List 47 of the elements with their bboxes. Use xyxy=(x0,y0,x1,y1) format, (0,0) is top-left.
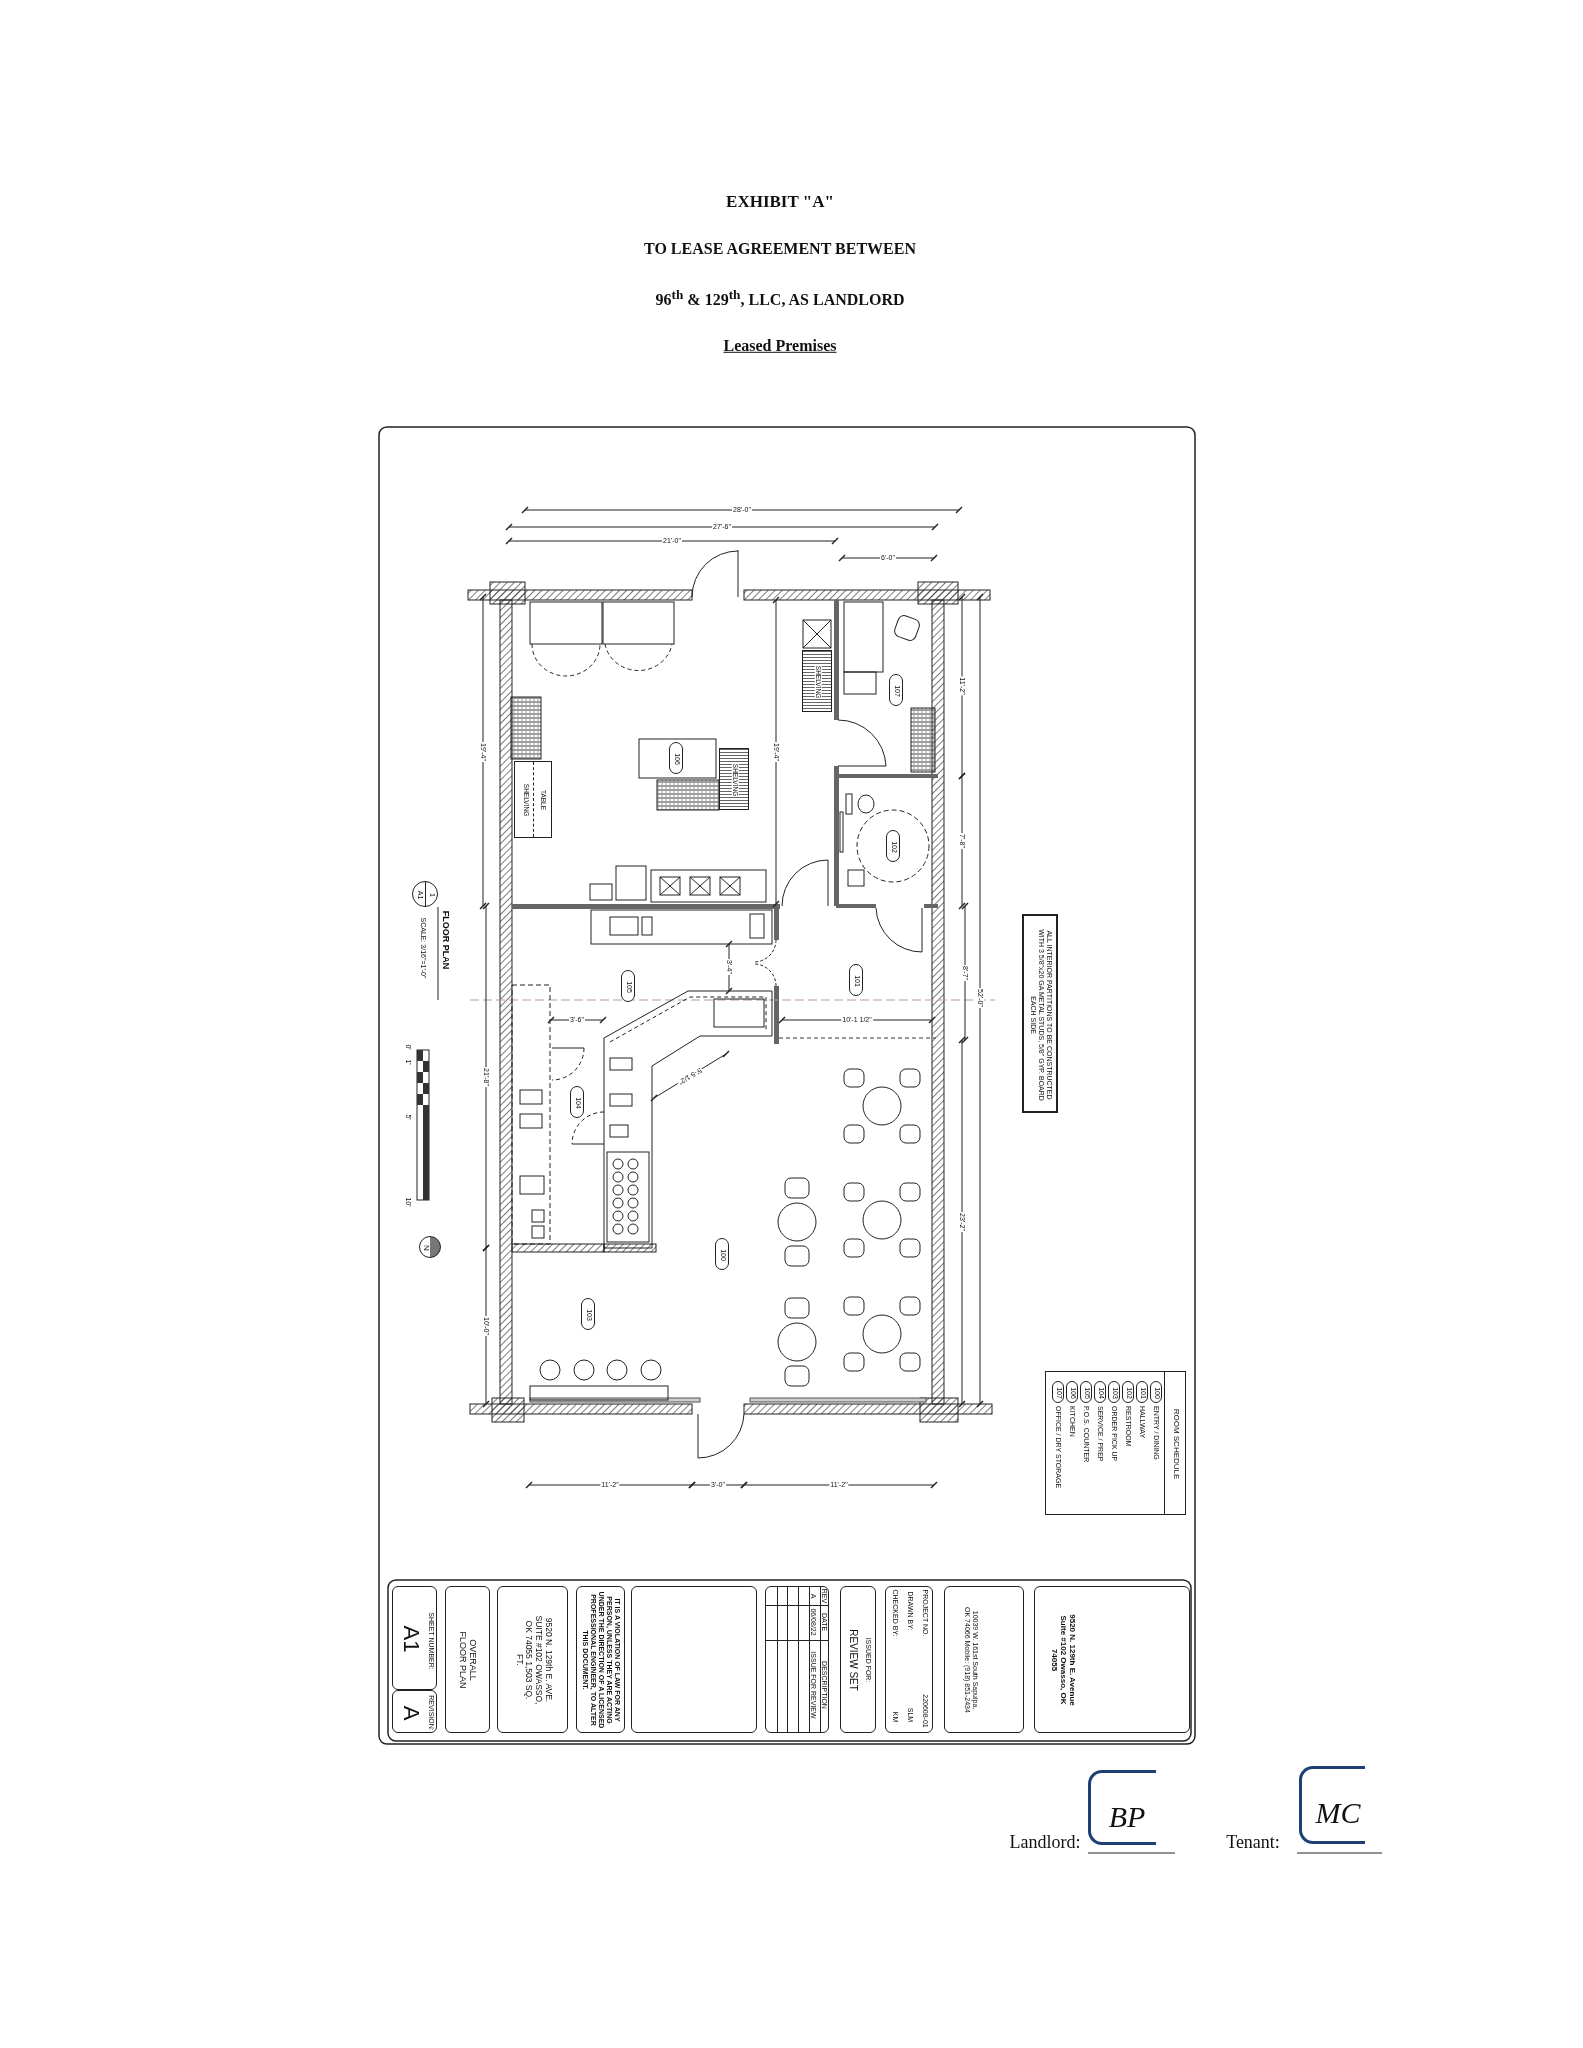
project-address: 9520 N. 129th E. AVE. SUITE #102 OWASSO, OK 74055 1,503 SQ. FT. xyxy=(513,1614,553,1706)
room-tag xyxy=(1150,1381,1162,1403)
room-schedule-table xyxy=(1045,1371,1186,1515)
room-tag xyxy=(1122,1381,1134,1403)
room-tag xyxy=(1136,1381,1148,1403)
room-tag xyxy=(889,674,903,706)
exhibit-title: EXHIBIT "A" xyxy=(726,192,834,212)
title-block-cell xyxy=(392,1690,437,1733)
room-tag xyxy=(1066,1381,1078,1403)
room-tag xyxy=(1108,1381,1120,1403)
room-tag xyxy=(570,1086,584,1118)
room-tag xyxy=(581,1298,595,1330)
revision-table xyxy=(765,1586,829,1733)
initials-stamp xyxy=(1299,1766,1365,1844)
seal-box xyxy=(631,1586,757,1733)
initials: BP xyxy=(1108,1799,1146,1835)
section-callout xyxy=(412,881,438,907)
drawing-title: FLOOR PLAN xyxy=(440,910,452,970)
issue-status: REVIEW SET xyxy=(847,1629,859,1691)
room-tag xyxy=(715,1238,729,1270)
title-block-cell xyxy=(840,1586,876,1733)
shelving-unit xyxy=(802,650,832,712)
shelving-unit xyxy=(719,748,749,810)
north-label: N xyxy=(421,1245,431,1251)
room-tag xyxy=(621,970,635,1002)
note-box xyxy=(1022,914,1058,1113)
title-block-cell xyxy=(392,1586,437,1690)
room-tag xyxy=(849,964,863,996)
room-tag xyxy=(1094,1381,1106,1403)
initials-stamp xyxy=(1088,1770,1156,1845)
table-shelving-unit xyxy=(514,761,552,838)
sheet-number: A1 xyxy=(398,1625,424,1653)
title-block-cell xyxy=(497,1586,568,1733)
title-block-cell xyxy=(1034,1586,1190,1733)
title-block-cell xyxy=(885,1586,933,1733)
section-heading: Leased Premises xyxy=(722,336,838,356)
room-tag xyxy=(1080,1381,1092,1403)
revision-letter: A xyxy=(398,1705,424,1721)
room-tag xyxy=(886,830,900,862)
table-heading: ROOM SCHEDULE xyxy=(1171,1408,1181,1480)
title-block-cell xyxy=(944,1586,1024,1733)
client-address: 9520 N. 129th E. Avenue Suite #102 Owasso, OK 74055 xyxy=(1049,1613,1077,1708)
room-tag xyxy=(1052,1381,1064,1403)
room-tag xyxy=(669,742,683,774)
initials: MC xyxy=(1315,1795,1361,1831)
title-block-cell xyxy=(445,1586,490,1733)
sheet-title: OVERALL FLOOR PLAN xyxy=(457,1630,479,1690)
